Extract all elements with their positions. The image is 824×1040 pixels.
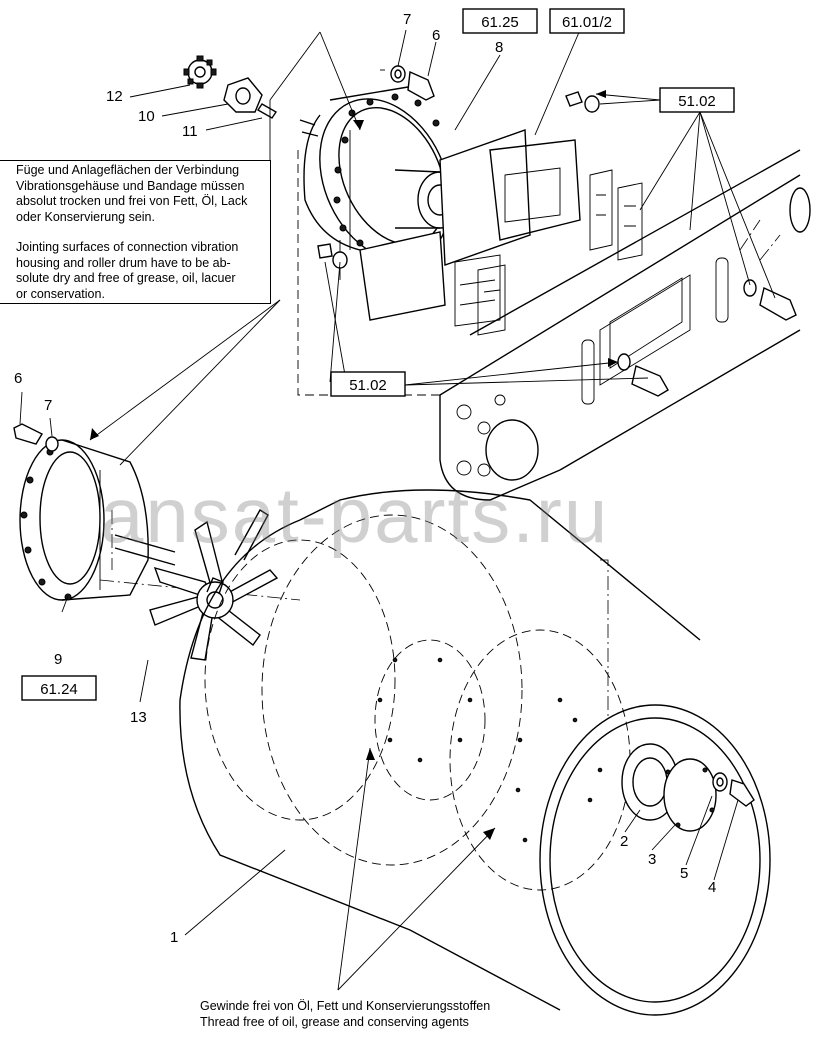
callout-3: 3 [648,851,656,868]
callout-4: 4 [708,879,716,896]
arrow-heads [90,90,618,840]
callout-10: 10 [138,108,155,125]
ref-61-25: 61.25 [462,8,538,34]
coupling-parts [183,55,277,119]
rubber-mounts [359,129,643,336]
callout-8: 8 [495,39,503,56]
callout-6-top: 6 [432,27,440,44]
svg-text:51.02: 51.02 [349,377,387,394]
callout-9: 9 [54,651,62,668]
bolts-top [317,65,797,397]
callout-numbers: 7 6 8 12 10 11 6 7 9 13 1 2 3 5 4 [14,11,716,946]
svg-text:61.24: 61.24 [40,681,78,698]
jointing-note: Füge und Anlageflächen der Verbindung Vi… [0,160,271,304]
callout-11: 11 [182,123,198,140]
ref-51-02-mid: 51.02 [330,371,406,397]
ref-61-24: 61.24 [21,675,97,701]
callout-7-top: 7 [403,11,411,28]
callout-13: 13 [130,709,147,726]
callout-6-left: 6 [14,370,22,387]
ref-61-01-2: 61.01/2 [549,8,625,34]
leader-lines [19,29,776,991]
watermark: ansat-parts.ru [100,471,610,559]
callout-12: 12 [106,88,123,105]
ref-51-02-top: 51.02 [659,87,735,113]
roller-drum [179,489,771,1016]
fan [149,509,279,661]
svg-text:61.01/2: 61.01/2 [562,14,612,31]
vibration-housing-left [13,423,176,601]
callout-7-left: 7 [44,397,52,414]
svg-text:61.25: 61.25 [481,14,519,31]
callout-2: 2 [620,833,628,850]
callout-1: 1 [170,929,178,946]
callout-5: 5 [680,865,688,882]
thread-note: Gewinde frei von Öl, Fett und Konservier… [200,999,491,1029]
svg-text:51.02: 51.02 [678,93,716,110]
